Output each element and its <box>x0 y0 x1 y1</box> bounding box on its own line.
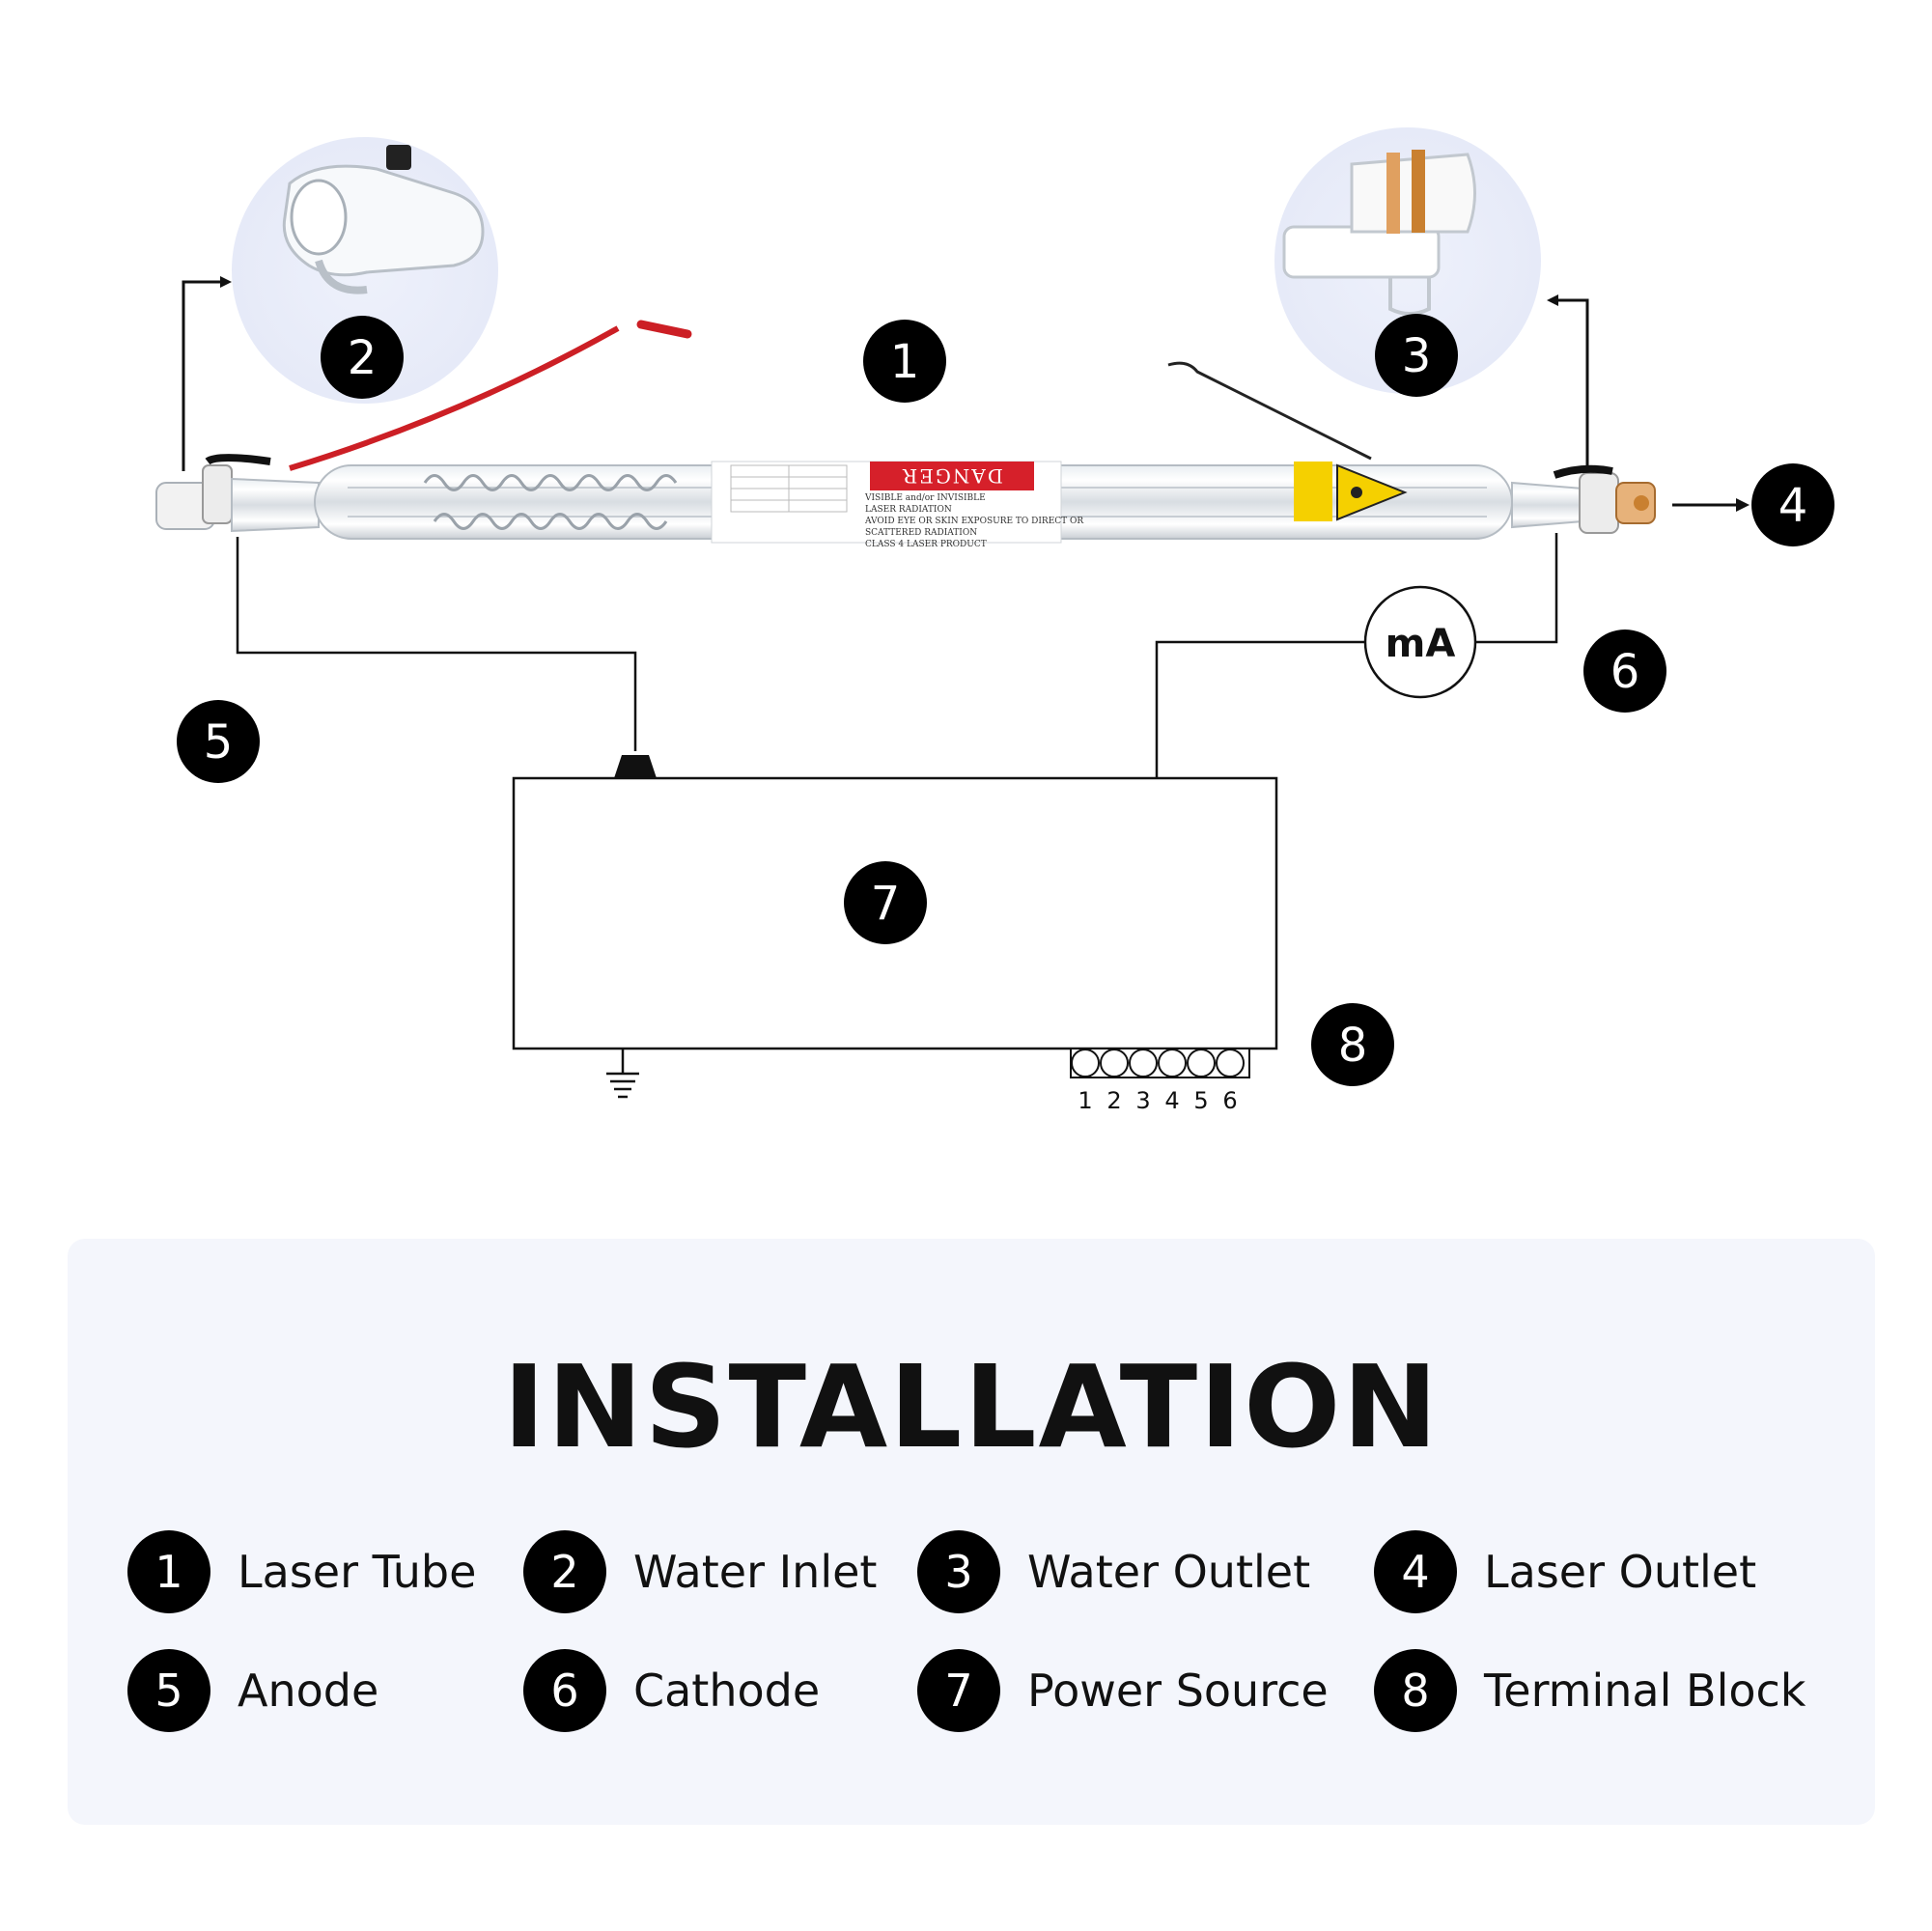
terminal-number: 1 <box>1078 1087 1092 1114</box>
marker-1: 1 <box>863 320 946 403</box>
marker-8: 8 <box>1311 1003 1394 1086</box>
black-cathode-wire <box>1167 361 1372 461</box>
legend-badge: 1 <box>127 1530 210 1613</box>
terminal-block: 1 2 3 4 5 6 <box>1070 1048 1250 1114</box>
installation-title: INSTALLATION <box>502 1340 1441 1473</box>
legend-badge: 2 <box>523 1530 606 1613</box>
legend-badge: 3 <box>917 1530 1000 1613</box>
svg-text:7: 7 <box>871 877 901 931</box>
legend-item-laser-tube: 1 Laser Tube <box>127 1530 476 1613</box>
legend-badge: 6 <box>523 1649 606 1732</box>
legend-item-water-outlet: 3 Water Outlet <box>917 1530 1310 1613</box>
legend-label: Water Outlet <box>1027 1546 1311 1598</box>
ammeter <box>1363 585 1477 699</box>
svg-text:5: 5 <box>204 715 234 770</box>
installation-panel: INSTALLATION 1 Laser Tube 2 Water Inlet … <box>68 1239 1875 1825</box>
terminal-number: 3 <box>1135 1087 1150 1114</box>
marker-7: 7 <box>844 861 927 944</box>
legend-label: Anode <box>238 1665 379 1717</box>
svg-text:2: 2 <box>348 331 378 385</box>
water-outlet-detail <box>1274 127 1541 394</box>
legend-label: Laser Tube <box>238 1546 477 1598</box>
tube-label-line: LASER RADIATION <box>865 505 952 515</box>
terminal-number: 4 <box>1164 1087 1179 1114</box>
marker-4: 4 <box>1751 463 1834 546</box>
svg-text:6: 6 <box>1610 645 1640 699</box>
marker-5: 5 <box>177 700 260 783</box>
tube-label-line: CLASS 4 LASER PRODUCT <box>865 540 987 549</box>
terminal-number: 5 <box>1193 1087 1208 1114</box>
legend-label: Laser Outlet <box>1484 1546 1757 1598</box>
svg-text:8: 8 <box>1338 1019 1368 1073</box>
legend-badge: 4 <box>1374 1530 1457 1613</box>
marker-3: 3 <box>1375 314 1458 397</box>
legend-label: Terminal Block <box>1484 1665 1806 1717</box>
legend-item-terminal-block: 8 Terminal Block <box>1374 1649 1806 1732</box>
legend-item-laser-outlet: 4 Laser Outlet <box>1374 1530 1756 1613</box>
terminal-number: 2 <box>1106 1087 1121 1114</box>
legend-item-water-inlet: 2 Water Inlet <box>523 1530 877 1613</box>
legend-item-cathode: 6 Cathode <box>523 1649 820 1732</box>
marker-2: 2 <box>321 316 404 399</box>
red-anode-wire <box>289 325 620 471</box>
legend-item-power-source: 7 Power Source <box>917 1649 1329 1732</box>
ammeter-label: mA <box>1386 622 1456 666</box>
svg-text:1: 1 <box>890 335 920 389</box>
ground-icon <box>606 1049 639 1099</box>
terminal-number: 6 <box>1222 1087 1237 1114</box>
danger-label: DANGER <box>901 464 1003 488</box>
legend-label: Water Inlet <box>633 1546 878 1598</box>
svg-text:4: 4 <box>1778 479 1808 533</box>
water-inlet-detail <box>232 137 498 404</box>
laser-tube-wiring-diagram: DANGER VISIBLE and/or INVISIBLE LASER RA… <box>155 127 1834 1114</box>
legend-badge: 5 <box>127 1649 210 1732</box>
legend-badge: 7 <box>917 1649 1000 1732</box>
tube-label-line: AVOID EYE OR SKIN EXPOSURE TO DIRECT OR <box>864 517 1083 526</box>
marker-6: 6 <box>1583 630 1666 713</box>
legend-label: Cathode <box>633 1665 821 1717</box>
legend-label: Power Source <box>1027 1665 1329 1717</box>
laser-tube: DANGER VISIBLE and/or INVISIBLE LASER RA… <box>155 454 1656 549</box>
legend-item-anode: 5 Anode <box>127 1649 378 1732</box>
svg-text:3: 3 <box>1402 329 1432 383</box>
laser-warning-icon <box>1351 487 1362 498</box>
tube-label-line: VISIBLE and/or INVISIBLE <box>864 493 986 503</box>
legend-badge: 8 <box>1374 1649 1457 1732</box>
tube-label-line: SCATTERED RADIATION <box>865 528 977 538</box>
